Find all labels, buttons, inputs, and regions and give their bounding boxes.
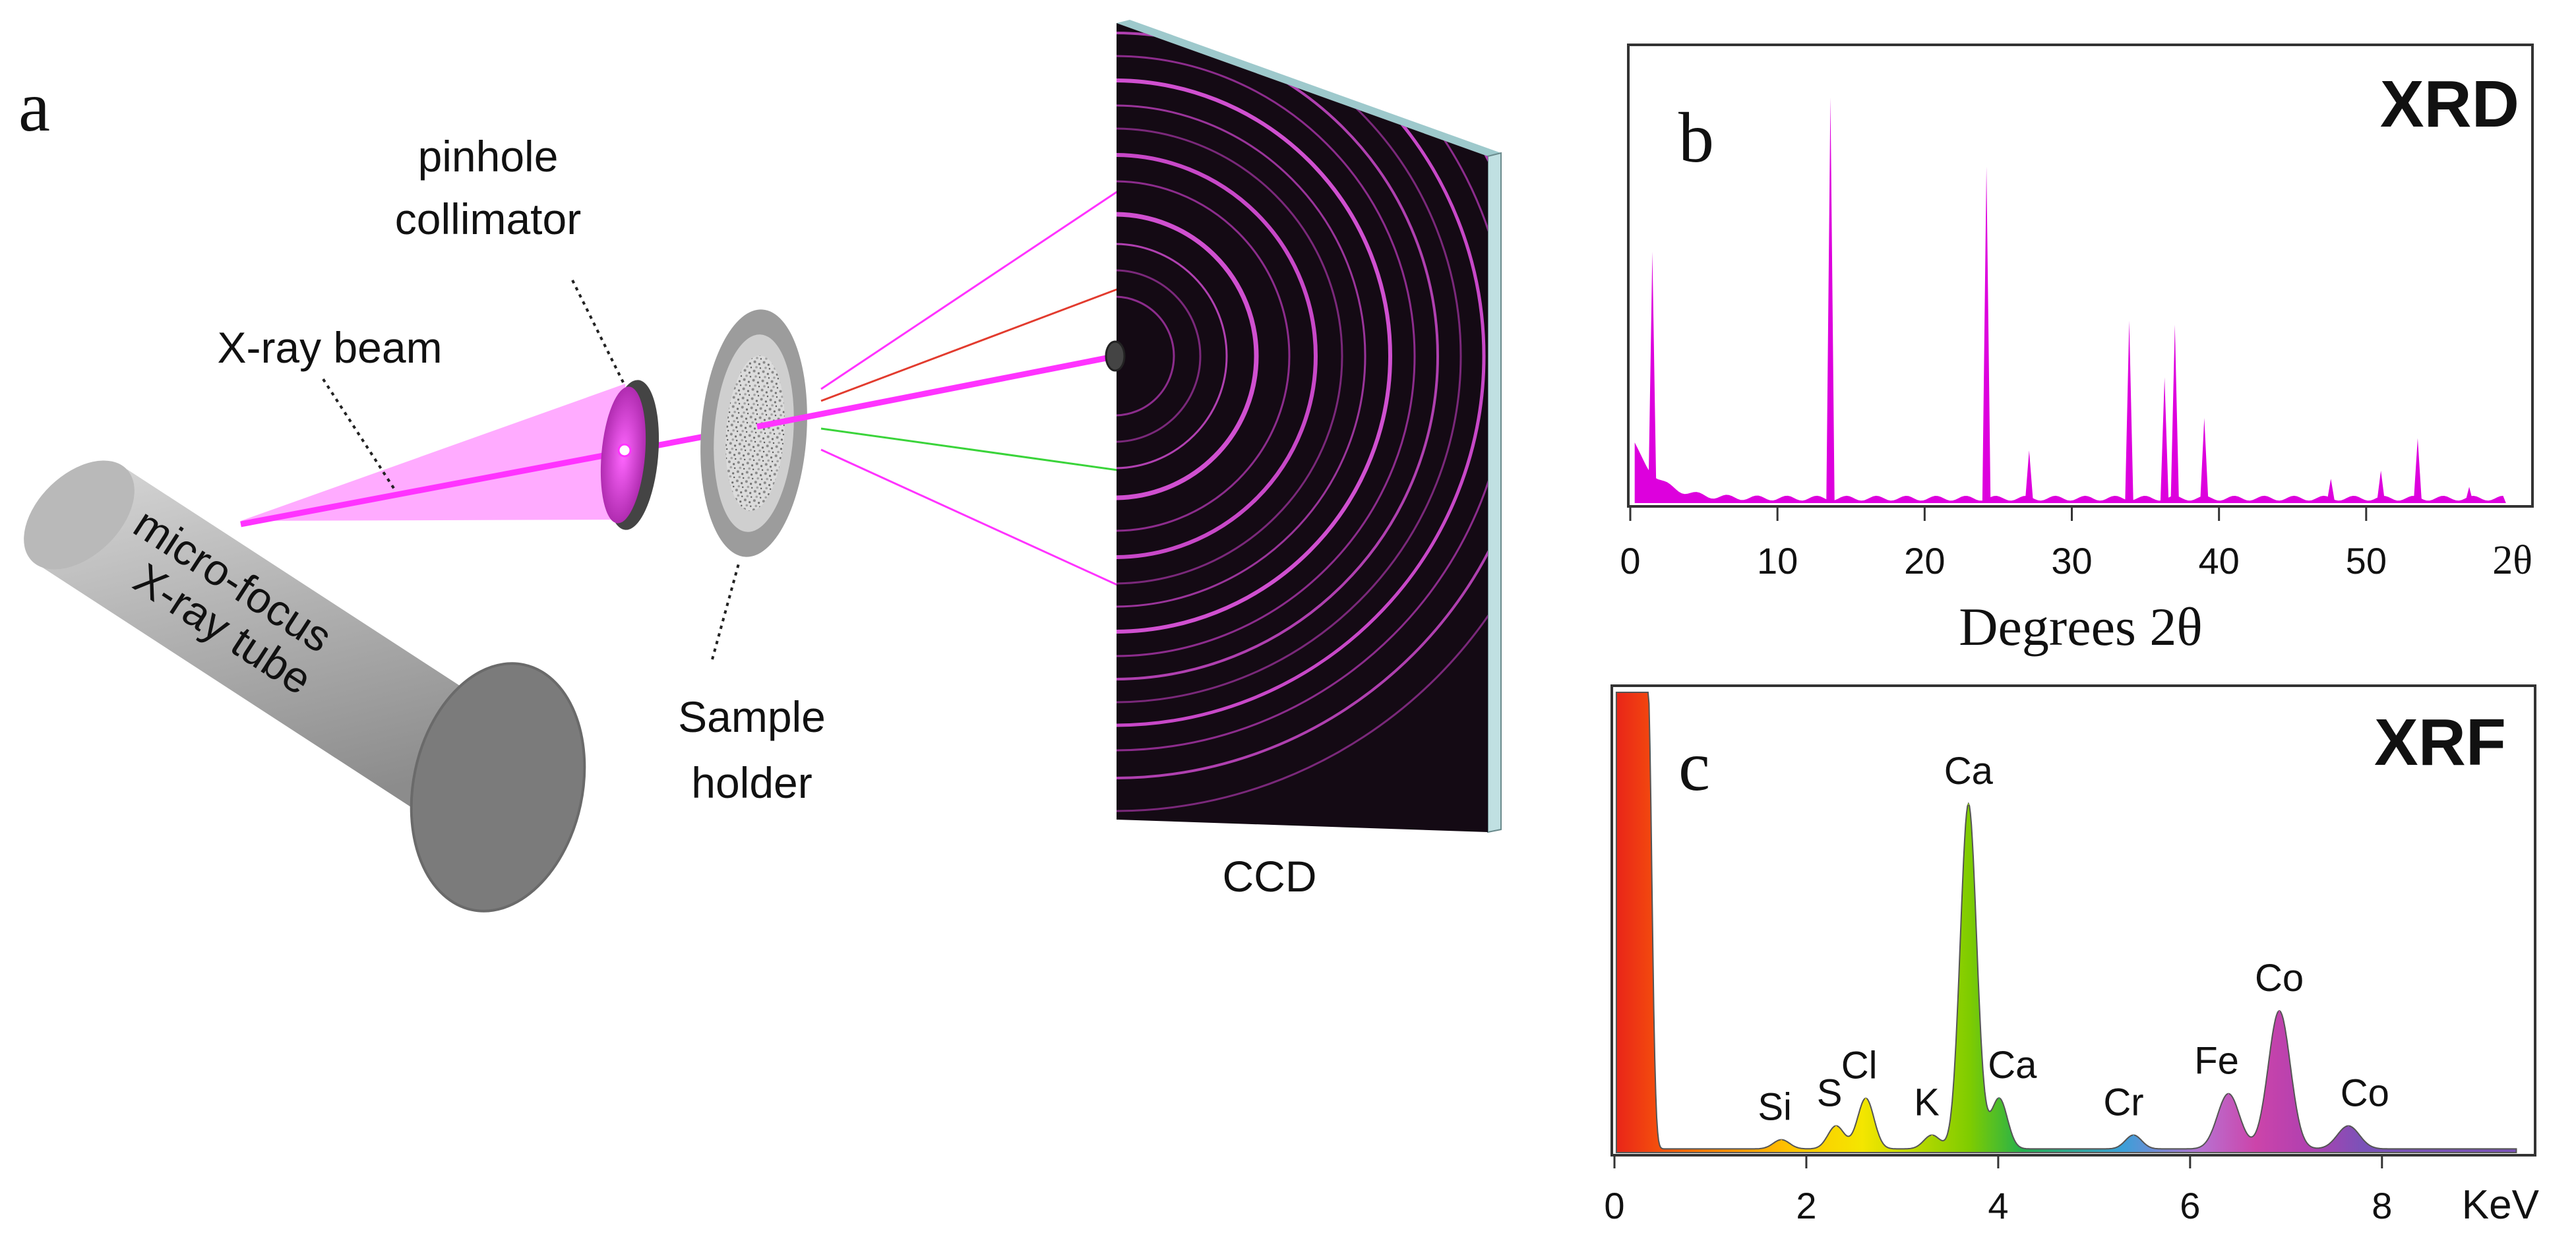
xrf-tick-label: 4 xyxy=(1988,1185,2008,1226)
xrd-frame xyxy=(1627,44,2534,508)
ccd-top-edge xyxy=(1117,20,1501,156)
panel-a: a micro-focus X-ray tube xyxy=(18,20,1502,913)
beam-leader xyxy=(322,378,397,493)
xrd-x-axis: 0 10 20 30 40 50 2θ xyxy=(1620,506,2532,583)
xrf-peak-label: Co xyxy=(2341,1072,2389,1115)
xrf-tick-label: 2 xyxy=(1796,1185,1816,1226)
beam-cone xyxy=(241,384,630,521)
xrd-peak-0 xyxy=(1648,251,1657,503)
beam-label: X-ray beam xyxy=(217,323,442,372)
pinhole-icon xyxy=(617,443,632,458)
xrf-title: XRF xyxy=(2374,706,2506,779)
xrf-peak-label: Cr xyxy=(2103,1081,2143,1124)
pinhole-label-line1: pinhole xyxy=(418,132,559,181)
ray-green xyxy=(820,427,1151,476)
tube-body xyxy=(32,469,546,833)
xrd-title: XRD xyxy=(2380,67,2519,141)
beam-line xyxy=(240,424,754,527)
xrd-tick-label: 20 xyxy=(1904,540,1945,582)
xrd-axis-end-label: 2θ xyxy=(2492,538,2532,583)
xrd-peak-1 xyxy=(1826,98,1835,503)
direct-beam xyxy=(756,353,1117,430)
xrf-tick-label: 8 xyxy=(2372,1185,2392,1226)
sample-holder xyxy=(700,309,807,557)
xrd-tick-label: 40 xyxy=(2199,540,2240,582)
sample-label-line1: Sample xyxy=(678,692,826,741)
xray-tube: micro-focus X-ray tube xyxy=(24,460,586,913)
xrf-plot-area xyxy=(1615,692,2517,1153)
panel-a-letter: a xyxy=(18,68,50,146)
panel-b-letter: b xyxy=(1678,99,1714,177)
xrd-peak-7 xyxy=(2200,417,2209,503)
xrd-peak-11 xyxy=(2465,487,2474,503)
ccd-detector xyxy=(1105,20,1502,833)
sample-label-line2: holder xyxy=(691,758,812,807)
xrd-tick-label: 10 xyxy=(1757,540,1798,582)
tube-back-end xyxy=(24,460,135,570)
ccd-side-edge xyxy=(1487,152,1502,833)
xrd-peak-3 xyxy=(2025,450,2034,503)
sample-powder xyxy=(725,355,785,511)
xrd-peak-8 xyxy=(2327,479,2335,503)
xrd-tick-label: 0 xyxy=(1620,540,1640,582)
xrf-peak-label: Ca xyxy=(1988,1044,2037,1087)
xrd-tick-label: 30 xyxy=(2051,540,2092,582)
xrf-peak-label: S xyxy=(1817,1071,1843,1114)
ray-upper xyxy=(820,178,1136,390)
panel-c-letter: c xyxy=(1678,727,1710,806)
xrf-peak-label: K xyxy=(1914,1081,1940,1124)
xrd-peak-6 xyxy=(2170,324,2179,503)
beam-stop-icon xyxy=(1105,340,1126,372)
xrf-x-axis-label: KeV xyxy=(2462,1182,2540,1228)
xrf-tick-label: 6 xyxy=(2180,1185,2200,1226)
xrd-peak-4 xyxy=(2125,320,2133,503)
xrd-peak-2 xyxy=(1982,166,1991,504)
xrf-spectrum xyxy=(1615,692,2517,1153)
xrd-peak-10 xyxy=(2413,438,2422,503)
xrd-x-axis-label: Degrees 2θ xyxy=(1959,597,2202,657)
xrd-tick-label: 50 xyxy=(2346,540,2387,582)
collimator-leader xyxy=(571,280,625,383)
xrd-plot-area xyxy=(1634,98,2506,504)
xrf-tick-label: 0 xyxy=(1604,1185,1624,1226)
tube-front-face xyxy=(410,662,586,913)
diffraction-rings xyxy=(1117,23,1488,812)
xrf-x-axis: 0 2 4 6 8 KeV xyxy=(1604,1155,2540,1228)
xrd-baseline xyxy=(1634,442,2506,503)
xrf-peak-label: Si xyxy=(1758,1085,1792,1128)
xrd-peak-9 xyxy=(2376,470,2385,503)
pinhole-label-line2: collimator xyxy=(395,195,581,243)
xrf-peak-label: Fe xyxy=(2194,1040,2239,1083)
xrf-frame xyxy=(1610,684,2536,1157)
sample-leader xyxy=(711,563,740,660)
xrf-peak-label: Cl xyxy=(1841,1044,1878,1087)
pinhole-collimator xyxy=(600,380,659,530)
xrf-peak-label: Ca xyxy=(1944,750,1994,793)
panel-b-xrd: 0 10 20 30 40 50 2θ b XRD Degrees 2θ xyxy=(1620,44,2534,657)
xrd-peak-5 xyxy=(2160,377,2169,503)
xrf-peak-label: Co xyxy=(2255,957,2304,1000)
ccd-label: CCD xyxy=(1223,852,1317,901)
